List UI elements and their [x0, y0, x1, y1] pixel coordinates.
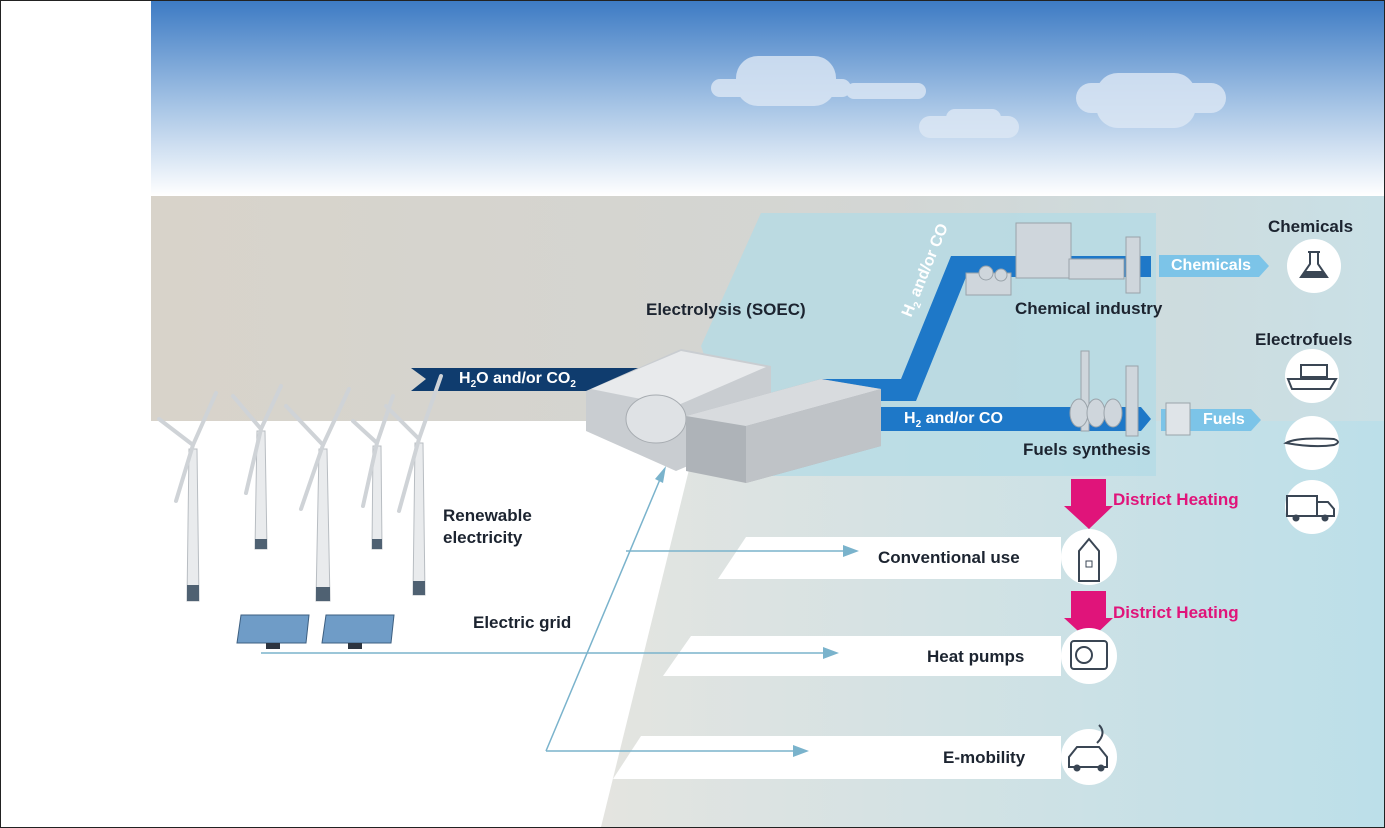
solar-panels	[236, 614, 395, 649]
electric-car-icon	[1061, 729, 1117, 785]
grid-arrowheads	[655, 466, 859, 757]
electrofuels-header: Electrofuels	[1255, 330, 1353, 349]
conventional-use-label: Conventional use	[878, 548, 1020, 567]
heat-pump-icon	[1061, 628, 1117, 684]
wind-turbines	[157, 374, 443, 602]
district-heating-arrow-2	[1064, 591, 1113, 641]
fuels-arrow-label: Fuels	[1203, 411, 1245, 428]
chemicals-output-arrow	[1159, 255, 1269, 277]
chemicals-header: Chemicals	[1268, 217, 1354, 236]
district-heating-label-1: District Heating	[1113, 490, 1239, 509]
electric-grid-lines	[261, 476, 851, 752]
output-stripes	[613, 537, 1061, 779]
flask-icon	[1287, 239, 1341, 293]
chemical-plant	[965, 222, 1141, 296]
input-flow-label: H2O and/or CO2	[459, 370, 576, 391]
chemical-industry-label: Chemical industry	[1015, 299, 1163, 318]
renewable-label-line2: electricity	[443, 528, 523, 547]
district-heating-label-2: District Heating	[1113, 603, 1239, 622]
truck-icon	[1285, 480, 1339, 534]
e-mobility-label: E-mobility	[943, 748, 1026, 767]
fuels-synthesis-label: Fuels synthesis	[1023, 440, 1151, 459]
electrolysis-label: Electrolysis (SOEC)	[646, 300, 806, 319]
district-heating-arrow-1	[1064, 479, 1113, 529]
output-icons	[1061, 239, 1341, 785]
lower-background	[601, 421, 1384, 827]
clouds	[711, 56, 1226, 138]
building-icon	[1061, 529, 1117, 585]
plane-icon	[1285, 416, 1339, 470]
lower-flow-label: H2 and/or CO	[904, 410, 1003, 431]
electric-grid-label: Electric grid	[473, 613, 572, 632]
fuels-plant	[1069, 350, 1191, 437]
soec-electrolyzer	[586, 349, 881, 483]
heat-pumps-label: Heat pumps	[927, 647, 1025, 666]
renewable-label-line1: Renewable	[443, 506, 532, 525]
chemicals-arrow-label: Chemicals	[1171, 257, 1252, 274]
